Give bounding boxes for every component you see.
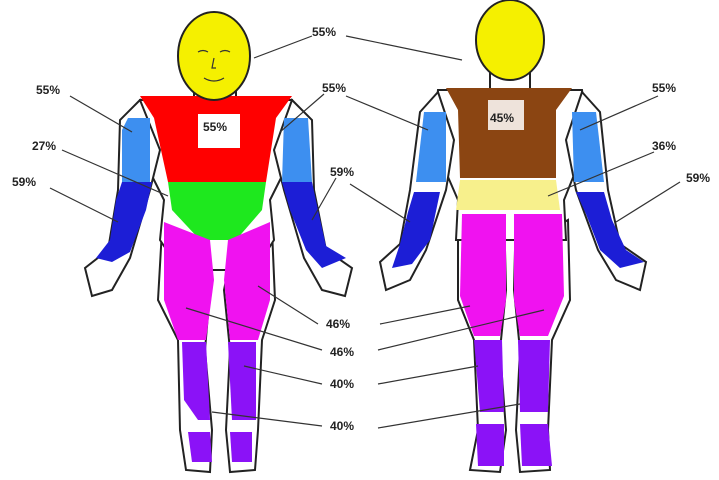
label-thigh-front: 46%	[326, 317, 350, 331]
back-foot-left-region	[476, 424, 504, 466]
label-leg-upper: 40%	[330, 377, 354, 391]
back-leg-right-region	[518, 340, 550, 412]
label-forearm-front-left: 59%	[12, 175, 36, 189]
back-lower-back-region	[456, 180, 560, 210]
front-upper-arm-left-region	[122, 118, 150, 182]
front-head-region	[178, 12, 250, 100]
label-chest: 55%	[203, 120, 227, 134]
label-thigh-back: 46%	[330, 345, 354, 359]
front-foot-right-region	[230, 432, 252, 462]
label-forearm-back-right: 59%	[686, 171, 710, 185]
label-lower-back: 36%	[652, 139, 676, 153]
label-leg-lower: 40%	[330, 419, 354, 433]
label-upper-arm-front-right: 55%	[322, 81, 346, 95]
front-figure	[85, 12, 352, 472]
label-upper-back: 45%	[490, 111, 514, 125]
back-foot-right-region	[520, 424, 552, 466]
front-leg-right-region	[228, 342, 256, 420]
back-head-region	[476, 0, 544, 80]
label-upper-arm-front-left: 55%	[36, 83, 60, 97]
front-upper-arm-right-region	[282, 118, 312, 182]
label-head: 55%	[312, 25, 336, 39]
back-figure	[380, 0, 646, 472]
front-foot-left-region	[188, 432, 212, 462]
label-abdomen: 27%	[32, 139, 56, 153]
label-forearm-front-right: 59%	[330, 165, 354, 179]
front-forearm-right-region	[282, 182, 346, 268]
label-upper-arm-back-right: 55%	[652, 81, 676, 95]
front-forearm-left-region	[96, 182, 152, 262]
